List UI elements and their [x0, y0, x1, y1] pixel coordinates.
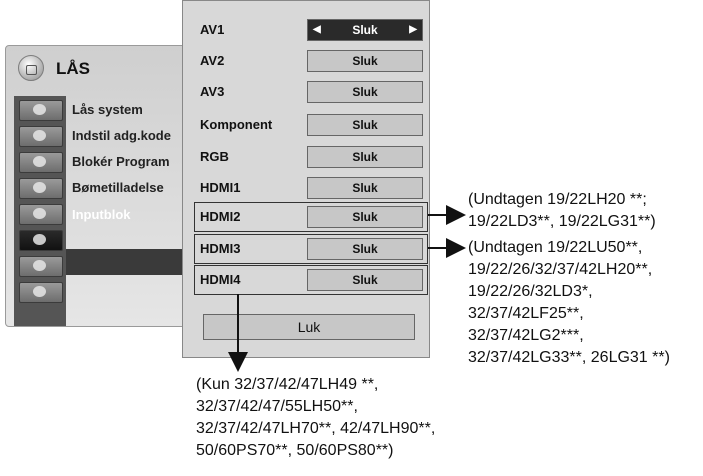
- menu-item-set-password[interactable]: Indstil adg.kode: [72, 128, 171, 143]
- picture-icon[interactable]: [19, 126, 63, 147]
- annotation-line: (Kun 32/37/42/47LH49 **,: [196, 376, 379, 393]
- hdmi2-highlight-frame: [194, 202, 428, 232]
- input-label: AV3: [200, 84, 225, 99]
- input-row-av3[interactable]: AV3 Sluk: [194, 79, 424, 105]
- input-label: HDMI4: [200, 272, 241, 287]
- input-row-av2[interactable]: AV2 Sluk: [194, 48, 424, 74]
- annotation-line: 19/22LD3**, 19/22LG31**): [468, 213, 656, 230]
- input-value[interactable]: Sluk: [307, 114, 423, 136]
- arrow-left-icon[interactable]: ◀: [313, 24, 321, 35]
- input-value[interactable]: Sluk: [307, 81, 423, 103]
- category-icon-column: [14, 96, 66, 326]
- annotation-line: (Undtagen 19/22LH20 **;: [468, 191, 647, 208]
- hdmi3-highlight-frame: [194, 234, 428, 264]
- input-label: RGB: [200, 149, 229, 164]
- input-value[interactable]: Sluk: [307, 50, 423, 72]
- arrow-right-icon[interactable]: ▶: [409, 24, 417, 35]
- option-icon[interactable]: [19, 204, 63, 225]
- input-value-selector[interactable]: ◀ Sluk ▶: [307, 19, 423, 41]
- annotation-line: 32/37/42LG33**, 26LG31 **): [468, 349, 670, 366]
- annotation-line: 50/60PS70**, 50/60PS80**): [196, 442, 394, 459]
- input-label: HDMI3: [200, 241, 241, 256]
- hdmi4-highlight-frame: [194, 265, 428, 295]
- setup-icon[interactable]: [19, 100, 63, 121]
- input-row-hdmi1[interactable]: HDMI1 Sluk: [194, 175, 424, 201]
- input-label: Komponent: [200, 117, 273, 132]
- menu-item-lock-system[interactable]: Lås system: [72, 102, 143, 117]
- input-row-av1[interactable]: AV1 ◀ Sluk ▶: [194, 17, 424, 43]
- menu-item-parental-guidance[interactable]: Bømetilladelse: [72, 180, 164, 195]
- input-value[interactable]: Sluk: [307, 238, 423, 260]
- input-row-rgb[interactable]: RGB Sluk: [194, 144, 424, 170]
- input-label: AV2: [200, 53, 225, 68]
- annotation-line: (Undtagen 19/22LU50**,: [468, 239, 643, 256]
- menu-item-block-program[interactable]: Blokér Program: [72, 154, 170, 169]
- lock-menu-title: LÅS: [56, 59, 90, 78]
- input-row-hdmi3[interactable]: HDMI3 Sluk: [194, 236, 424, 262]
- input-category-icon[interactable]: [19, 256, 63, 277]
- input-value[interactable]: Sluk: [307, 269, 423, 291]
- annotation-line: 19/22/26/32/37/42LH20**,: [468, 261, 653, 278]
- input-label: AV1: [200, 22, 225, 37]
- audio-icon[interactable]: [19, 152, 63, 173]
- media-icon[interactable]: [19, 282, 63, 303]
- annotation-line: 32/37/42/47/55LH50**,: [196, 398, 358, 415]
- annotation-line: 32/37/42/47LH70**, 42/47LH90**,: [196, 420, 436, 437]
- hdmi2-annotation: (Undtagen 19/22LH20 **; 19/22LD3**, 19/2…: [468, 189, 656, 233]
- menu-item-input-block[interactable]: Inputblok: [72, 207, 131, 222]
- input-value: Sluk: [352, 23, 378, 37]
- hdmi4-annotation: (Kun 32/37/42/47LH49 **, 32/37/42/47/55L…: [196, 374, 435, 462]
- annotation-line: 19/22/26/32LD3*,: [468, 283, 593, 300]
- input-value[interactable]: Sluk: [307, 177, 423, 199]
- input-value[interactable]: Sluk: [307, 146, 423, 168]
- hdmi3-annotation: (Undtagen 19/22LU50**, 19/22/26/32/37/42…: [468, 237, 670, 369]
- annotation-line: 32/37/42LG2***,: [468, 327, 584, 344]
- lock-icon: [18, 55, 44, 81]
- selected-item-highlight: [66, 249, 192, 275]
- input-label: HDMI2: [200, 209, 241, 224]
- input-row-hdmi2[interactable]: HDMI2 Sluk: [194, 204, 424, 230]
- time-icon[interactable]: [19, 178, 63, 199]
- input-row-component[interactable]: Komponent Sluk: [194, 112, 424, 138]
- lock-category-icon[interactable]: [19, 230, 63, 251]
- input-value[interactable]: Sluk: [307, 206, 423, 228]
- input-row-hdmi4[interactable]: HDMI4 Sluk: [194, 267, 424, 293]
- lock-menu-header: LÅS: [6, 46, 192, 88]
- annotation-line: 32/37/42LF25**,: [468, 305, 584, 322]
- lock-menu-panel: LÅS Lås system Indstil adg.kode Blokér P…: [5, 45, 193, 327]
- input-label: HDMI1: [200, 180, 241, 195]
